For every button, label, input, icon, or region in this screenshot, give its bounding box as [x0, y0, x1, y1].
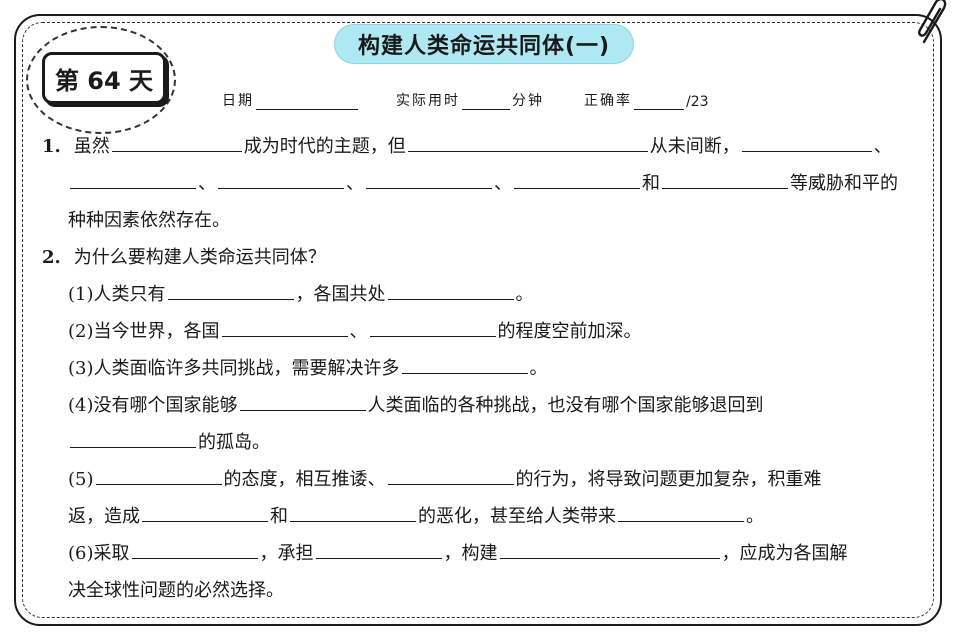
q1-text: 虽然 — [73, 136, 110, 157]
q2-number: 2. — [42, 247, 61, 268]
q2-line-question: 2. 为什么要构建人类命运共同体？ — [42, 239, 922, 276]
q1-text: 、 — [873, 136, 892, 157]
q2-text: (4)没有哪个国家能够 — [68, 395, 238, 416]
q1-text: 种种因素依然存在。 — [68, 210, 230, 231]
q1-line-1: 1. 虽然 成为时代的主题，但 从未间断， 、 — [42, 128, 922, 165]
q1-text: 、 — [494, 173, 512, 194]
q2-blank[interactable] — [239, 392, 366, 411]
q2-text: (1)人类只有 — [68, 284, 166, 305]
q1-blank-2[interactable] — [407, 133, 648, 152]
q2-blank[interactable] — [221, 318, 348, 337]
q2-blank[interactable] — [167, 281, 294, 300]
q2-text: ，承担 — [259, 543, 314, 564]
q2-text: (3)人类面临许多共同挑战，需要解决许多 — [68, 358, 400, 379]
q2-text: (2)当今世界，各国 — [68, 321, 220, 342]
q2-text: 人类面临的各种挑战，也没有哪个国家能够退回到 — [367, 395, 764, 416]
q2-blank[interactable] — [387, 281, 514, 300]
q2-text: 、 — [349, 321, 368, 342]
q2-blank[interactable] — [499, 540, 720, 559]
q2-blank[interactable] — [290, 503, 416, 522]
time-unit: 分钟 — [512, 93, 544, 109]
q2-text: 和 — [270, 506, 288, 527]
q1-text: 从未间断， — [649, 136, 740, 157]
q1-line-2: 、 、 、 和 等威胁和平的 — [42, 165, 922, 202]
day-badge-dashed-ring — [26, 26, 176, 134]
q1-blank-3[interactable] — [741, 133, 872, 152]
paperclip-icon — [918, 0, 947, 44]
q2-text: 返，造成 — [68, 506, 140, 527]
date-field[interactable] — [256, 91, 358, 110]
q2-question: 为什么要构建人类命运共同体？ — [73, 247, 326, 268]
q2-blank[interactable] — [387, 466, 514, 485]
q2-text: 的孤岛。 — [198, 432, 270, 453]
q2-blank[interactable] — [131, 540, 258, 559]
q2-blank[interactable] — [95, 466, 222, 485]
date-label: 日期 — [222, 93, 254, 109]
q1-text: 、 — [198, 173, 216, 194]
q1-blank-8[interactable] — [662, 170, 788, 189]
q1-line-3: 种种因素依然存在。 — [42, 202, 922, 239]
q1-text: 、 — [346, 173, 364, 194]
q2-blank[interactable] — [70, 429, 196, 448]
q2-text: ，各国共处 — [295, 284, 386, 305]
q2-item-6: (6)采取 ，承担 ，构建 ，应成为各国解 — [42, 535, 922, 572]
time-label: 实际用时 — [396, 93, 460, 109]
outer-frame — [14, 14, 942, 626]
day-badge: 第 64 天 — [42, 52, 166, 104]
q2-blank[interactable] — [369, 318, 496, 337]
accuracy-total: /23 — [686, 94, 709, 110]
q2-blank[interactable] — [401, 355, 528, 374]
page-title: 构建人类命运共同体(一) — [334, 24, 634, 64]
q2-text: (6)采取 — [68, 543, 130, 564]
q2-item-4-cont: 的孤岛。 — [42, 424, 922, 461]
q2-item-1: (1)人类只有 ，各国共处 。 — [42, 276, 922, 313]
q2-text: 的行为，将导致问题更加复杂，积重难 — [515, 469, 822, 490]
q2-text: 的程度空前加深。 — [497, 321, 642, 342]
q1-blank-1[interactable] — [111, 133, 242, 152]
q2-text: ，应成为各国解 — [721, 543, 848, 564]
q2-text: 。 — [515, 284, 534, 305]
q2-item-4: (4)没有哪个国家能够 人类面临的各种挑战，也没有哪个国家能够退回到 — [42, 387, 922, 424]
q2-text: (5) — [68, 469, 94, 490]
q2-text: ，构建 — [443, 543, 498, 564]
q1-blank-6[interactable] — [366, 170, 492, 189]
q2-text: 的态度，相互推诿、 — [223, 469, 386, 490]
q1-blank-4[interactable] — [70, 170, 196, 189]
q1-blank-5[interactable] — [218, 170, 344, 189]
accuracy-label: 正确率 — [584, 93, 632, 109]
worksheet-content: 1. 虽然成为时代的主题，但从未间断，、 、、、和等威胁和平的 种种因素依然存在… — [42, 128, 922, 609]
q1-number: 1. — [42, 136, 61, 157]
q1-text: 等威胁和平的 — [790, 173, 898, 194]
q2-item-5: (5) 的态度，相互推诿、 的行为，将导致问题更加复杂，积重难 — [42, 461, 922, 498]
q2-blank[interactable] — [315, 540, 442, 559]
q2-text: 的恶化，甚至给人类带来 — [418, 506, 616, 527]
q2-text: 。 — [746, 506, 764, 527]
q2-blank[interactable] — [142, 503, 268, 522]
q1-text: 和 — [642, 173, 660, 194]
q2-text: 决全球性问题的必然选择。 — [68, 580, 284, 601]
q2-item-3: (3)人类面临许多共同挑战，需要解决许多 。 — [42, 350, 922, 387]
q2-text: 。 — [529, 358, 548, 379]
q2-item-6-cont: 决全球性问题的必然选择。 — [42, 572, 922, 609]
inner-dashed-frame — [22, 22, 934, 618]
time-field[interactable] — [462, 91, 510, 110]
q2-blank[interactable] — [618, 503, 744, 522]
meta-row: 日期 实际用时 分钟 正确率 /23 — [222, 88, 709, 110]
q2-item-2: (2)当今世界，各国 、 的程度空前加深。 — [42, 313, 922, 350]
accuracy-field[interactable] — [634, 91, 684, 110]
q1-blank-7[interactable] — [514, 170, 640, 189]
q1-text: 成为时代的主题，但 — [243, 136, 406, 157]
q2-item-5-cont: 返，造成 和 的恶化，甚至给人类带来 。 — [42, 498, 922, 535]
